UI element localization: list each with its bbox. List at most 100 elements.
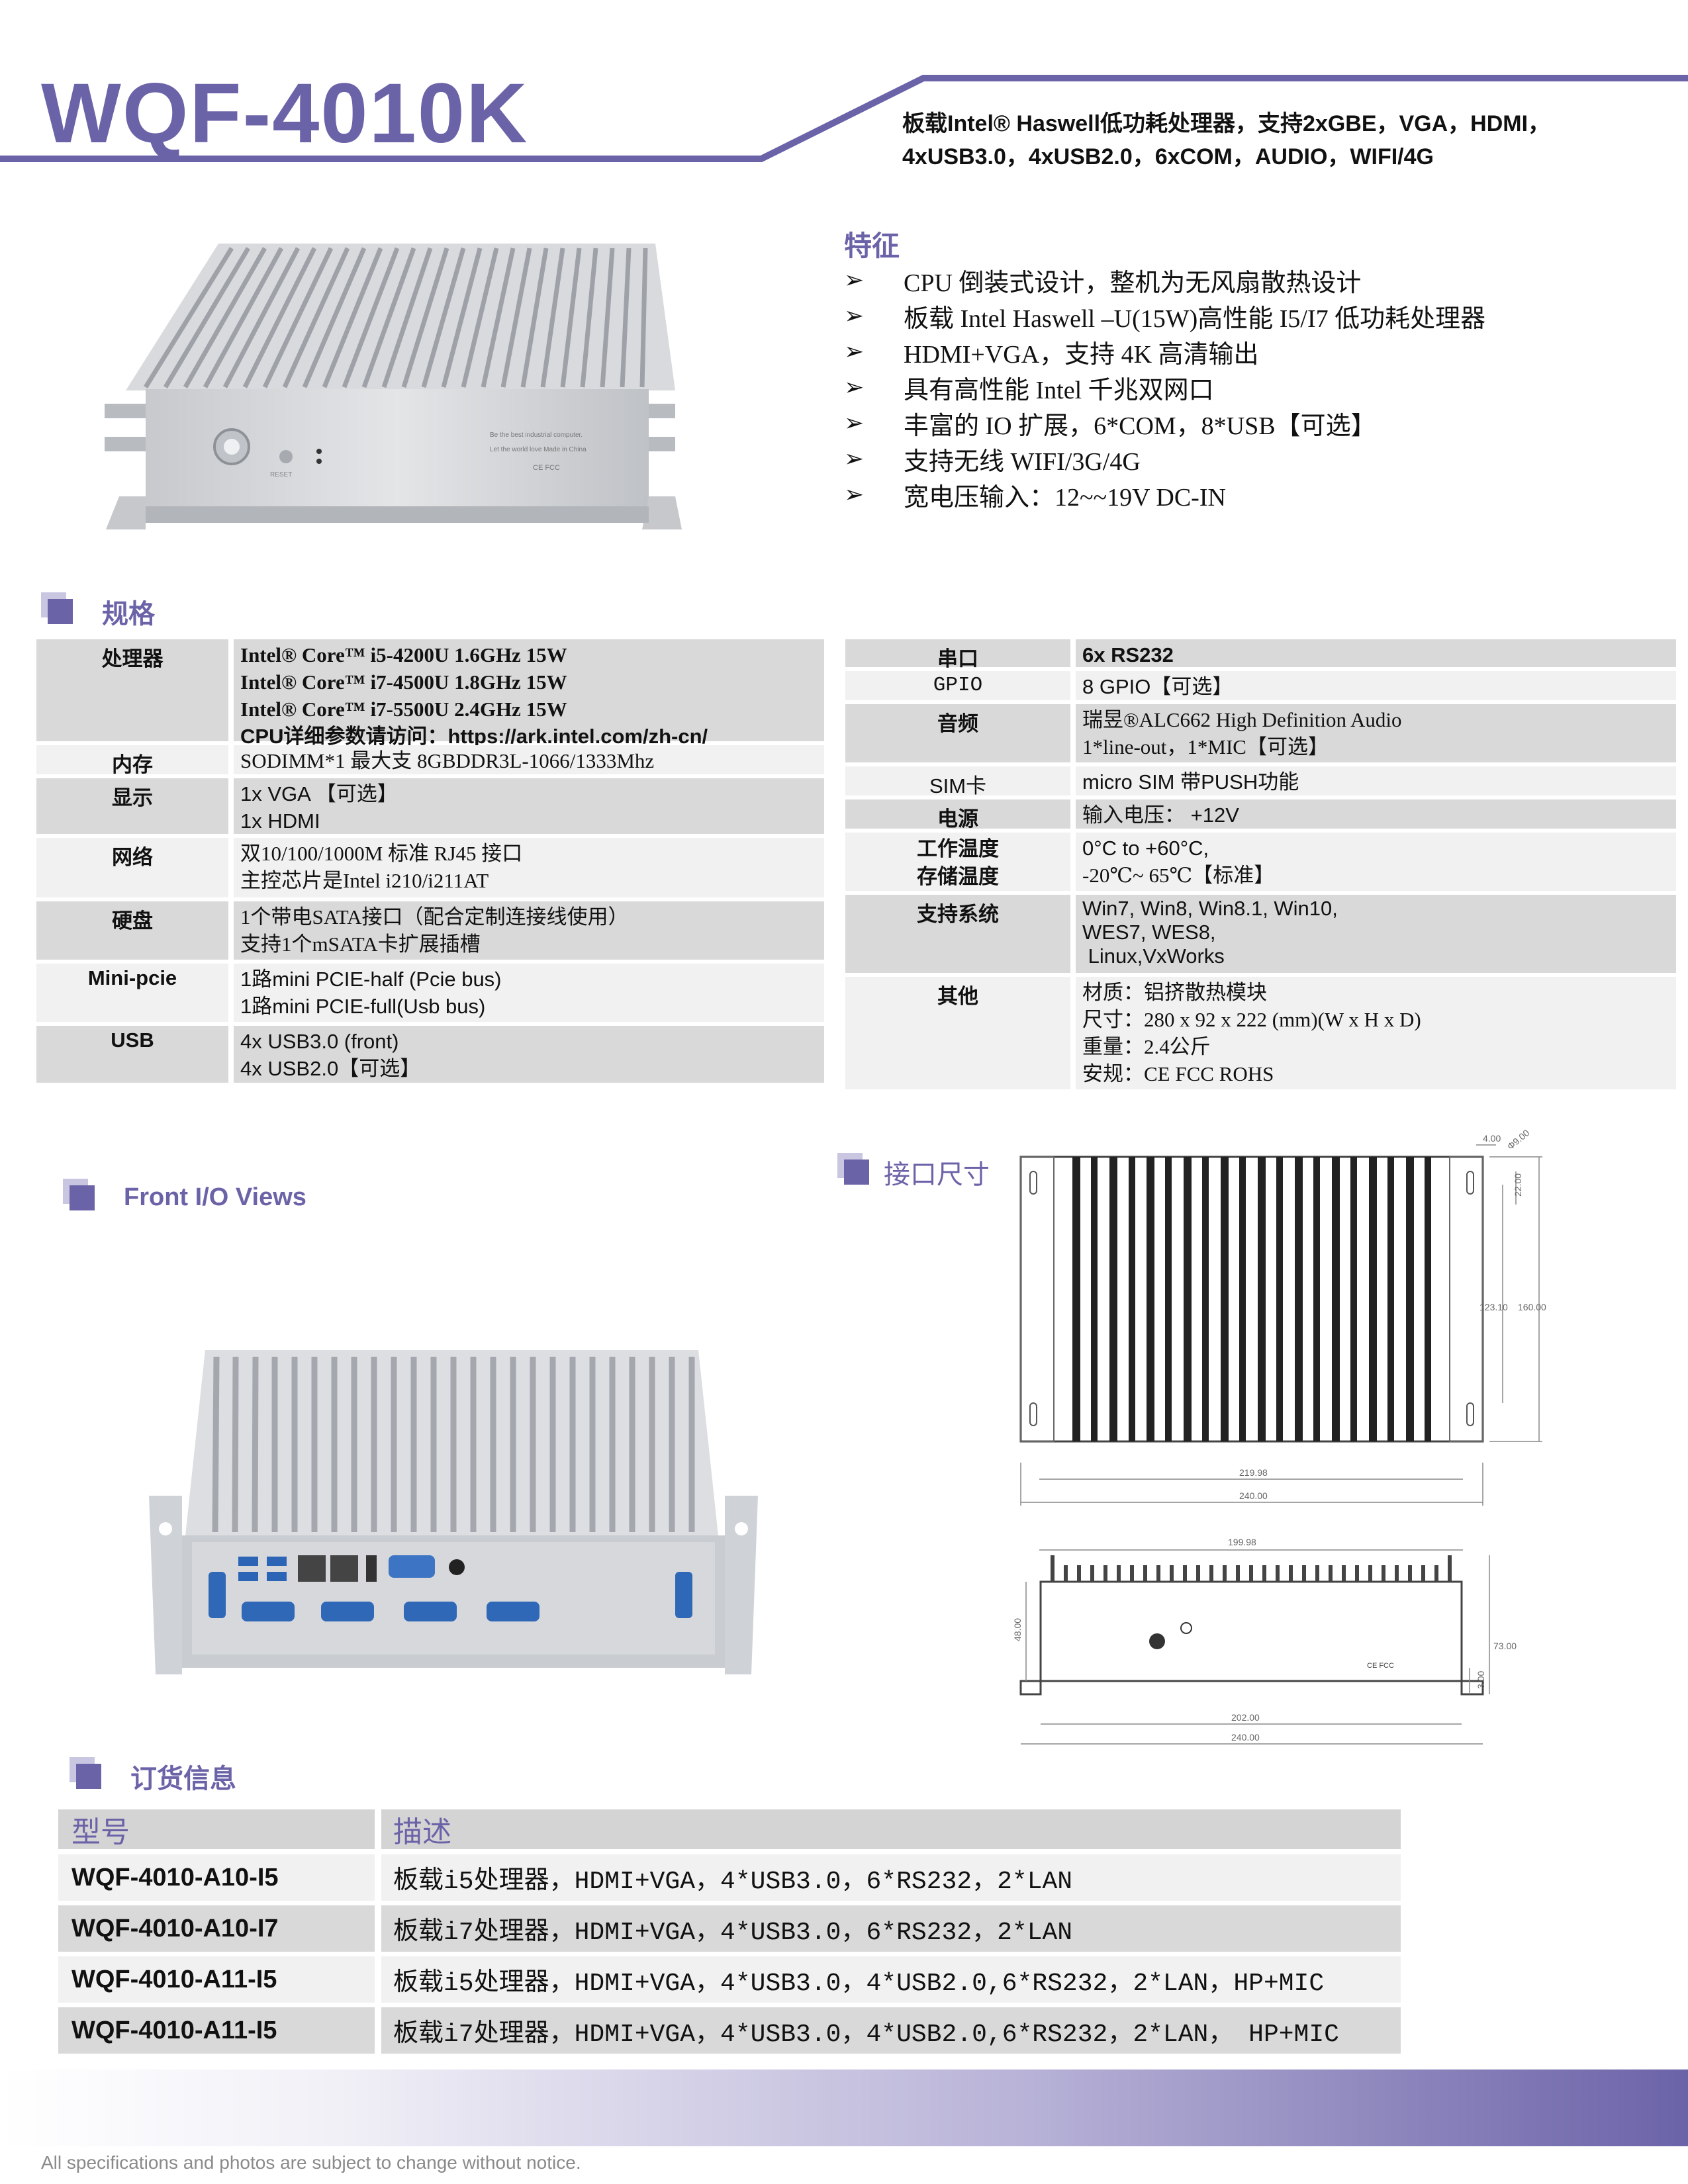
spec-row: Mini-pcie 1路mini PCIE-half (Pcie bus) 1路… <box>36 964 824 1022</box>
spec-key: 音频 <box>845 704 1070 762</box>
page-subtitle: 板载Intel® Haswell低功耗处理器，支持2xGBE，VGA，HDMI，… <box>902 107 1550 173</box>
photo-reset-label: RESET <box>270 471 292 478</box>
order-row: WQF-4010-A11-I5 板载i7处理器，HDMI+VGA，4*USB3.… <box>58 2007 1401 2054</box>
arrow-bullet-icon: ➢ <box>844 267 865 293</box>
page-title: WQF-4010K <box>41 66 529 161</box>
spec-key: 工作温度 存储温度 <box>845 833 1070 891</box>
feature-item: ➢支持无线 WIFI/3G/4G <box>844 445 1141 476</box>
photo-text-2: Let the world love Made in China <box>490 446 586 453</box>
order-desc: 板载i7处理器，HDMI+VGA，4*USB3.0，4*USB2.0,6*RS2… <box>381 2007 1401 2054</box>
photo-cert: CE FCC <box>533 464 560 472</box>
dim-label: 22.00 <box>1513 1173 1523 1197</box>
ordering-title: 订货信息 <box>130 1764 236 1794</box>
spec-row: SIM卡 micro SIM 带PUSH功能 <box>845 766 1676 797</box>
spec-row: 硬盘 1个带电SATA接口（配合定制连接线使用） 支持1个mSATA卡扩展插槽 <box>36 901 824 960</box>
dim-label: 4.00 <box>1483 1133 1501 1144</box>
dim-label: 240.00 <box>1239 1490 1268 1501</box>
spec-key: 电源 <box>845 799 1070 831</box>
feature-item: ➢丰富的 IO 扩展，6*COM，8*USB【可选】 <box>844 410 1376 440</box>
photo-text-1: Be the best industrial computer. <box>490 432 583 439</box>
spec-value: 1路mini PCIE-half (Pcie bus) 1路mini PCIE-… <box>234 964 824 1022</box>
footer-note: All specifications and photos are subjec… <box>41 2152 581 2173</box>
arrow-bullet-icon: ➢ <box>844 302 865 329</box>
feature-item: ➢CPU 倒装式设计，整机为无风扇散热设计 <box>844 267 1362 297</box>
section-square-icon <box>48 599 73 624</box>
front-io-photo <box>149 1350 758 1674</box>
feature-item: ➢具有高性能 Intel 千兆双网口 <box>844 374 1214 404</box>
order-row: WQF-4010-A11-I5 板载i5处理器，HDMI+VGA，4*USB3.… <box>58 1956 1401 2003</box>
section-square-icon <box>76 1764 101 1789</box>
spec-key: 串口 <box>845 639 1070 670</box>
feature-item: ➢宽电压输入：12~~19V DC-IN <box>844 481 1226 512</box>
spec-key: Mini-pcie <box>36 964 228 1022</box>
features-list: ➢CPU 倒装式设计，整机为无风扇散热设计 ➢板载 Intel Haswell … <box>844 262 1658 512</box>
order-desc: 板载i5处理器，HDMI+VGA，4*USB3.0，6*RS232，2*LAN <box>381 1854 1401 1901</box>
order-header-desc: 描述 <box>381 1809 1401 1849</box>
dim-label: 3.00 <box>1476 1671 1486 1689</box>
spec-row: 处理器 Intel® Core™ i5-4200U 1.6GHz 15W Int… <box>36 639 824 748</box>
spec-key: 其他 <box>845 977 1070 1089</box>
spec-row: 网络 双10/100/1000M 标准 RJ45 接口 主控芯片是Intel i… <box>36 838 824 897</box>
arrow-bullet-icon: ➢ <box>844 374 865 400</box>
arrow-bullet-icon: ➢ <box>844 338 865 365</box>
section-square-icon <box>844 1160 869 1185</box>
specs-title: 规格 <box>102 600 155 629</box>
spec-row: 电源 输入电压： +12V <box>845 799 1676 831</box>
order-model: WQF-4010-A10-I5 <box>58 1854 375 1901</box>
specs-header: 规格 <box>41 592 155 631</box>
subtitle-line-1: 板载Intel® Haswell低功耗处理器，支持2xGBE，VGA，HDMI， <box>902 111 1551 136</box>
dim-label: 202.00 <box>1231 1712 1260 1723</box>
order-row: WQF-4010-A10-I7 板载i7处理器，HDMI+VGA，4*USB3.… <box>58 1905 1401 1952</box>
spec-key: USB <box>36 1026 228 1083</box>
spec-row: 其他 材质：铝挤散热模块 尺寸：280 x 92 x 222 (mm)(W x … <box>845 977 1676 1089</box>
header-rule <box>0 75 1688 162</box>
spec-key: SIM卡 <box>845 766 1070 797</box>
order-table-header: 型号 描述 <box>58 1809 1401 1849</box>
spec-value: 双10/100/1000M 标准 RJ45 接口 主控芯片是Intel i210… <box>234 838 824 897</box>
spec-key: GPIO <box>845 671 1070 700</box>
order-header-model: 型号 <box>58 1809 375 1849</box>
spec-row: 串口 6x RS232 <box>845 639 1676 670</box>
spec-value: 8 GPIO【可选】 <box>1076 671 1676 700</box>
section-square-icon <box>70 1185 95 1210</box>
spec-value: 4x USB3.0 (front) 4x USB2.0【可选】 <box>234 1026 824 1083</box>
order-model: WQF-4010-A11-I5 <box>58 2007 375 2054</box>
spec-value: Win7, Win8, Win8.1, Win10, WES7, WES8, L… <box>1076 895 1676 973</box>
front-io-title: Front I/O Views <box>124 1183 306 1211</box>
dimensions-header: 接口尺寸 <box>837 1153 990 1191</box>
dim-label: 73.00 <box>1493 1641 1517 1651</box>
spec-value: Intel® Core™ i5-4200U 1.6GHz 15W Intel® … <box>234 639 824 748</box>
arrow-bullet-icon: ➢ <box>844 445 865 472</box>
order-model: WQF-4010-A10-I7 <box>58 1905 375 1952</box>
arrow-bullet-icon: ➢ <box>844 481 865 508</box>
spec-value: 材质：铝挤散热模块 尺寸：280 x 92 x 222 (mm)(W x H x… <box>1076 977 1676 1089</box>
spec-value: micro SIM 带PUSH功能 <box>1076 766 1676 796</box>
dim-cert: CE FCC <box>1367 1662 1394 1670</box>
dim-label: Φ9.00 <box>1505 1127 1532 1152</box>
dim-label: 48.00 <box>1013 1618 1023 1641</box>
features-title: 特征 <box>844 230 900 261</box>
spec-key: 显示 <box>36 778 228 834</box>
spec-value: 1x VGA 【可选】 1x HDMI <box>234 778 824 834</box>
spec-row: GPIO 8 GPIO【可选】 <box>845 671 1676 700</box>
spec-table-left: 处理器 Intel® Core™ i5-4200U 1.6GHz 15W Int… <box>36 639 824 1087</box>
footer-band <box>0 2070 1688 2146</box>
dim-label: 219.98 <box>1239 1467 1268 1478</box>
spec-key: 处理器 <box>36 639 228 741</box>
spec-row: 显示 1x VGA 【可选】 1x HDMI <box>36 778 824 834</box>
feature-item: ➢HDMI+VGA，支持 4K 高清输出 <box>844 338 1259 369</box>
spec-key: 硬盘 <box>36 901 228 960</box>
spec-row: 音频 瑞昱®ALC662 High Definition Audio 1*lin… <box>845 704 1676 762</box>
dim-label: 199.98 <box>1228 1537 1256 1547</box>
spec-row: 内存 SODIMM*1 最大支 8GBDDR3L-1066/1333Mhz <box>36 745 824 776</box>
spec-value: 瑞昱®ALC662 High Definition Audio 1*line-o… <box>1076 704 1676 762</box>
order-row: WQF-4010-A10-I5 板载i5处理器，HDMI+VGA，4*USB3.… <box>58 1854 1401 1901</box>
spec-value: 输入电压： +12V <box>1076 799 1676 829</box>
spec-key: 网络 <box>36 838 228 897</box>
dim-label: 240.00 <box>1231 1732 1260 1743</box>
product-photo: Be the best industrial computer. Let the… <box>105 244 682 529</box>
dimensions-title: 接口尺寸 <box>884 1160 990 1189</box>
spec-key: 支持系统 <box>845 895 1070 973</box>
spec-value: 6x RS232 <box>1076 639 1676 667</box>
front-io-header: Front I/O Views <box>63 1183 306 1212</box>
